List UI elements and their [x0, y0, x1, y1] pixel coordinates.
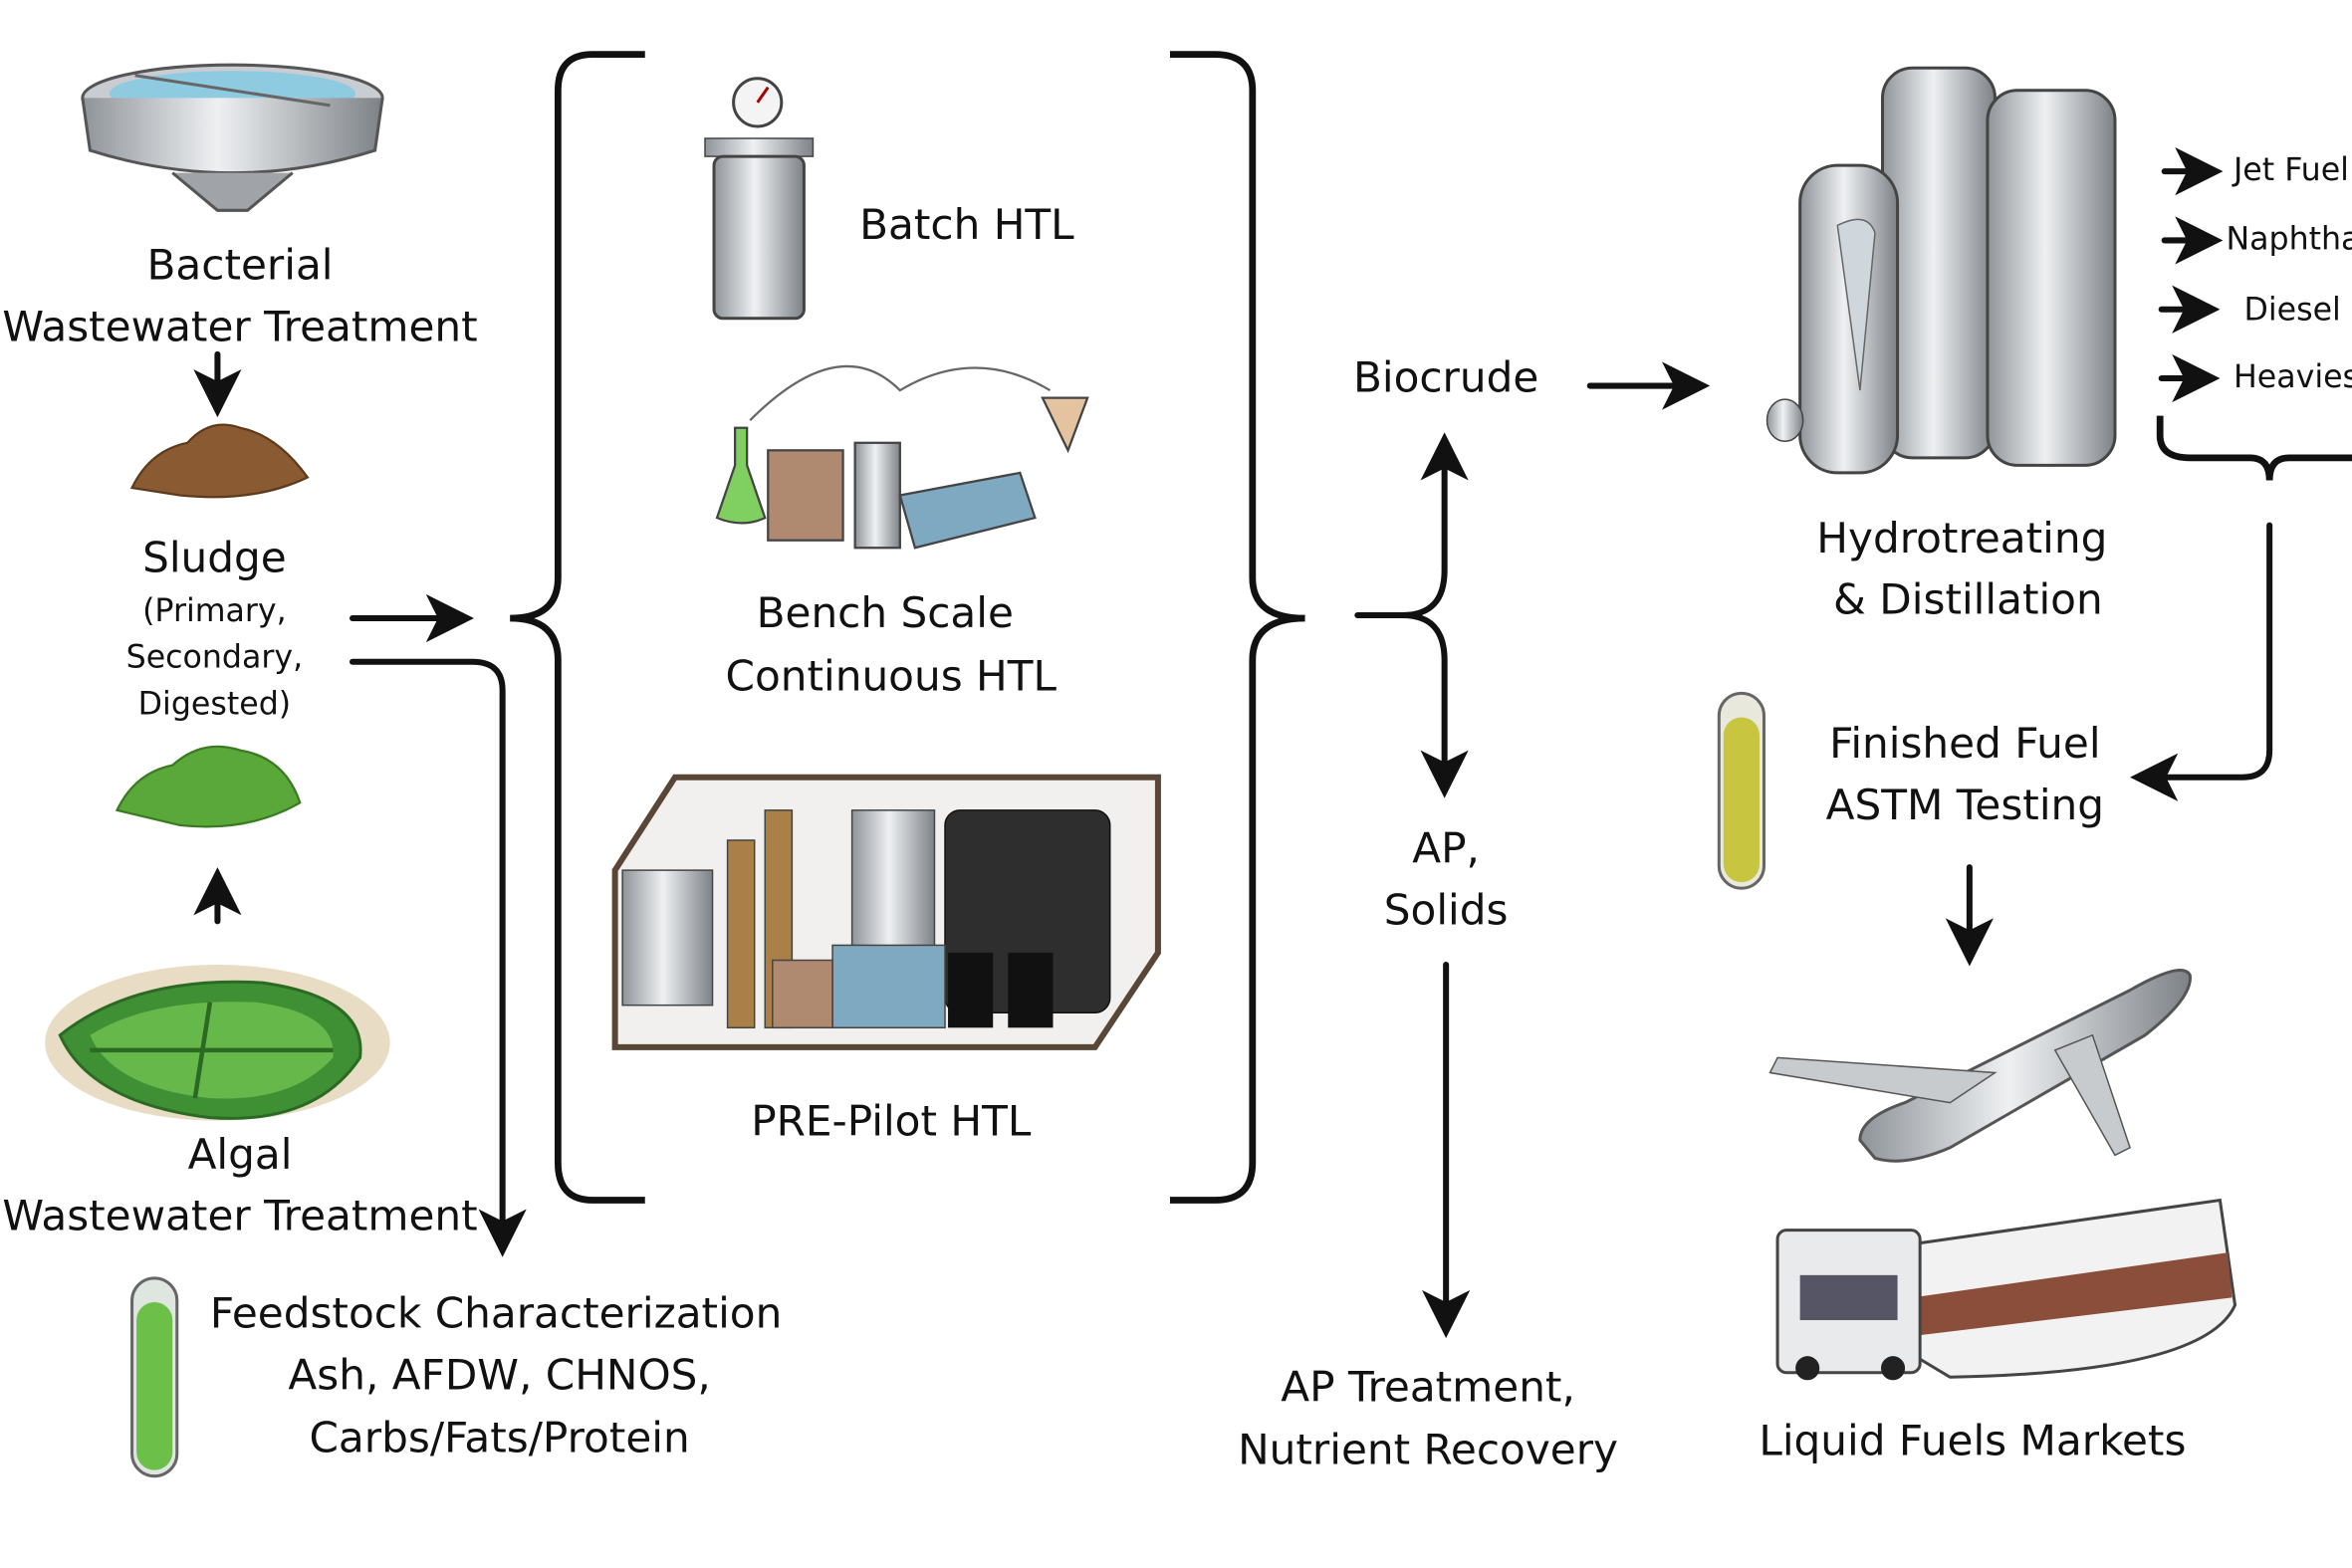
sludge-type-1: (Primary,: [142, 593, 287, 629]
algal-label-2: Wastewater Treatment: [2, 1192, 477, 1240]
pre-pilot-label: PRE-Pilot HTL: [751, 1097, 1032, 1146]
algal-pond-icon: [45, 965, 390, 1121]
sludge-type-3: Digested): [138, 686, 291, 722]
hydrotreating-label-2: & Distillation: [1833, 575, 2103, 624]
biocrude-label: Biocrude: [1353, 353, 1538, 402]
airplane-icon: [1768, 969, 2192, 1163]
ship-truck-icon: [1775, 1198, 2237, 1381]
ap-treatment-label-1: AP Treatment,: [1281, 1362, 1575, 1411]
feedstock-label-3: Carbs/Fats/Protein: [310, 1414, 690, 1462]
batch-htl-label: Batch HTL: [859, 200, 1074, 249]
right-brace: [1169, 51, 1305, 1204]
bench-scale-icon: [715, 364, 1089, 550]
pre-pilot-skid-icon: [611, 774, 1161, 1050]
arrow-to-ap-icon: [1399, 612, 1469, 798]
algal-label-1: Algal: [188, 1130, 293, 1179]
product-heavies: Heavies: [2234, 359, 2352, 395]
finished-fuel-label-2: ASTM Testing: [1826, 781, 2104, 829]
arrow-to-biocrude-icon: [1354, 432, 1469, 619]
test-tube-fuel-icon: [1717, 691, 1766, 890]
hydrotreating-label-1: Hydrotreating: [1816, 514, 2107, 562]
ap-label-1: AP,: [1412, 824, 1480, 873]
left-brace: [510, 51, 645, 1204]
product-diesel: Diesel: [2244, 292, 2341, 328]
products-list: Jet Fuel Naphtha Diesel Heavies: [2158, 147, 2352, 403]
ap-label-2: Solids: [1384, 885, 1509, 934]
clarifier-icon: [81, 63, 384, 212]
bench-scale-label-2: Continuous HTL: [726, 651, 1058, 700]
finished-fuel-label-1: Finished Fuel: [1829, 719, 2100, 768]
products-brace: [2156, 415, 2352, 481]
batch-reactor-icon: [704, 77, 815, 321]
markets-label: Liquid Fuels Markets: [1759, 1417, 2186, 1465]
arrow-to-testing-icon: [2130, 522, 2273, 801]
distillation-tower-icon: [1765, 66, 2117, 475]
sludge-type-2: Secondary,: [126, 640, 304, 676]
sludge-label: Sludge: [142, 533, 287, 581]
bacterial-label-2: Wastewater Treatment: [2, 302, 477, 350]
bacterial-label-1: Bacterial: [147, 241, 334, 290]
ap-treatment-label-2: Nutrient Recovery: [1238, 1426, 1618, 1474]
product-jet-fuel: Jet Fuel: [2232, 152, 2349, 188]
arrow-to-feedstock-icon: [349, 658, 527, 1257]
sludge-icon: [129, 423, 310, 499]
feedstock-label-1: Feedstock Characterization: [210, 1289, 782, 1338]
test-tube-green-icon: [130, 1276, 179, 1478]
feedstock-label-2: Ash, AFDW, CHNOS,: [288, 1350, 710, 1399]
algae-icon: [115, 745, 302, 828]
product-naphtha: Naphtha: [2226, 221, 2352, 257]
bench-scale-label-1: Bench Scale: [757, 588, 1014, 637]
